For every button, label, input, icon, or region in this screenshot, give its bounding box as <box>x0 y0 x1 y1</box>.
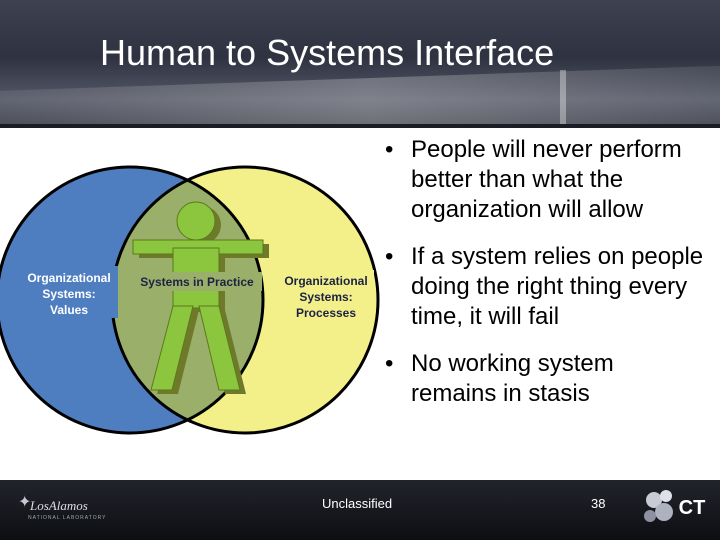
header-divider <box>0 124 720 128</box>
practice-label-box <box>131 272 262 291</box>
molecule-icon <box>644 490 673 522</box>
bullet-list: People will never perform better than wh… <box>385 135 705 426</box>
classification-label: Unclassified <box>322 496 393 511</box>
ct-logo: CT <box>644 490 706 522</box>
slide-footer <box>0 480 720 540</box>
processes-label-line1: Organizational <box>284 274 367 288</box>
values-label-line2: Systems: <box>42 287 95 301</box>
values-label-line1: Organizational <box>27 271 110 285</box>
lanl-logo-text: LosAlamos <box>30 498 88 513</box>
venn-diagram: Organizational Systems: Values Systems i… <box>0 165 380 435</box>
processes-label-line3: Processes <box>296 306 356 320</box>
bullet-item: People will never perform better than wh… <box>385 135 705 225</box>
lanl-logo-subtext: NATIONAL LABORATORY <box>28 515 107 521</box>
header-highlight <box>560 70 566 128</box>
los-alamos-logo: ✦ LosAlamos NATIONAL LABORATORY <box>12 488 112 528</box>
slide-title: Human to Systems Interface <box>100 32 555 73</box>
ct-logo-text: CT <box>679 497 706 519</box>
practice-label: Systems in Practice <box>140 275 254 289</box>
lanl-mark-icon: ✦ <box>18 494 32 511</box>
processes-label-line2: Systems: <box>299 290 352 304</box>
bullet-item: If a system relies on people doing the r… <box>385 242 705 332</box>
page-number: 38 <box>591 496 606 511</box>
values-label-line3: Values <box>50 303 88 317</box>
processes-label-box <box>278 270 374 322</box>
slide-header: Human to Systems Interface <box>0 0 720 128</box>
bullet-item: No working system remains in stasis <box>385 349 705 409</box>
values-label-box <box>20 266 118 318</box>
